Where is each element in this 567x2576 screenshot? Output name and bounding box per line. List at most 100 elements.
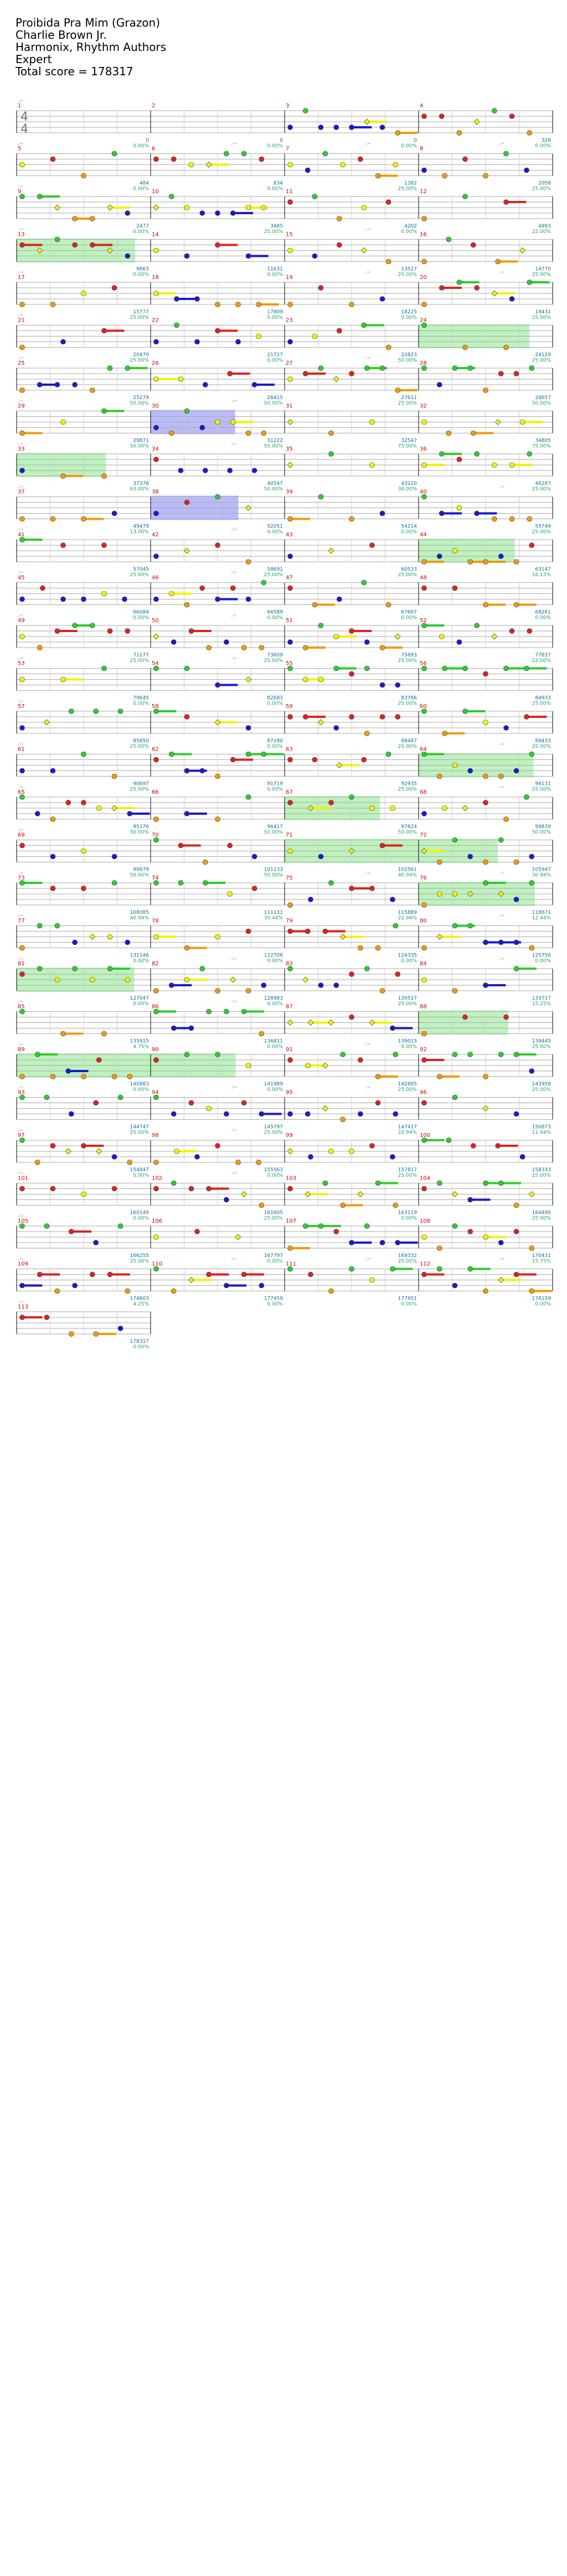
yellow-note: [287, 1148, 293, 1155]
time-signature: 44: [20, 110, 28, 136]
measure-percent: 25.00%: [130, 358, 150, 364]
green-note: [287, 1266, 293, 1272]
tempo-marker: ♩=: [499, 913, 504, 918]
measure-score: 128983: [264, 996, 283, 1001]
red-note: [336, 328, 342, 334]
green-note: [153, 880, 159, 886]
green-note: [361, 322, 367, 328]
blue-note: [498, 939, 504, 945]
yellow-note: [339, 933, 346, 940]
orange-note: [336, 216, 342, 221]
green-note: [111, 880, 117, 886]
orange-note: [235, 302, 241, 307]
tempo-marker: ♩=: [231, 527, 236, 532]
yellow-note: [369, 462, 375, 468]
red-note: [369, 886, 375, 891]
red-note: [308, 1271, 313, 1277]
measure-number: 49: [18, 618, 25, 624]
green-note: [364, 365, 370, 371]
red-note: [50, 886, 56, 891]
measure-percent: 25.00%: [532, 315, 551, 320]
staff-row: 41♩=5704525.00%42♩=5869125.00%436053325.…: [16, 527, 553, 578]
measure-score: 22823: [401, 353, 417, 358]
orange-note: [375, 1074, 381, 1079]
measure-number: 10: [152, 189, 159, 195]
green-note: [503, 151, 509, 157]
yellow-note: [101, 591, 107, 597]
orange-note: [421, 302, 427, 307]
artist-name: Charlie Brown Jr.: [16, 28, 107, 42]
measure-score: 155563: [264, 1167, 283, 1173]
orange-note: [379, 988, 385, 994]
blue-note: [19, 768, 25, 774]
measure-number: 52: [420, 618, 427, 624]
measure-score: 77837: [535, 653, 551, 658]
tempo-marker: ♩=: [365, 1085, 370, 1090]
yellow-note: [439, 634, 445, 639]
measure-score: 19431: [535, 309, 551, 315]
green-note: [19, 1137, 25, 1143]
measure-number: 47: [286, 575, 293, 581]
green-note: [393, 923, 399, 929]
orange-note: [153, 1160, 159, 1165]
blue-note: [19, 468, 25, 473]
green-note: [34, 1052, 40, 1057]
red-note: [111, 1186, 117, 1192]
measure-score: 834: [274, 181, 283, 187]
blue-note: [194, 296, 200, 302]
tempo-marker: ♩=: [18, 784, 23, 789]
measure-score: 101133: [264, 867, 283, 873]
red-note: [50, 1143, 56, 1149]
staff-row: 13♩=96630.00%14116310.00%15♩=1352725.00%…: [16, 227, 553, 278]
red-note: [111, 285, 117, 291]
blue-note: [498, 1240, 504, 1245]
orange-note: [245, 430, 251, 436]
measure-score: 115889: [398, 910, 417, 915]
tempo-marker: ♩=: [18, 270, 23, 275]
measure-number: 19: [286, 275, 293, 281]
measure-score: 158333: [532, 1167, 551, 1173]
blue-note: [60, 339, 66, 345]
tempo-marker: ♩=: [231, 1127, 236, 1132]
yellow-note: [322, 1105, 328, 1112]
red-note: [336, 242, 342, 248]
tempo-marker: ♩=: [231, 656, 236, 661]
red-note: [19, 842, 25, 849]
red-note: [44, 1315, 50, 1320]
measure-score: 484: [140, 181, 149, 187]
yellow-note: [183, 547, 190, 554]
yellow-note: [421, 1234, 427, 1240]
green-note: [19, 1094, 25, 1100]
blue-note: [287, 554, 293, 559]
measure-number: 41: [18, 532, 25, 538]
yellow-note: [494, 418, 501, 426]
orange-note: [446, 430, 452, 436]
measure-percent: 0.00%: [267, 1302, 283, 1307]
measure-number: 30: [152, 404, 159, 410]
measure-number: 38: [152, 489, 159, 495]
measure-percent: 22.94%: [398, 1130, 417, 1136]
green-note: [117, 1223, 123, 1229]
blue-note: [184, 768, 190, 774]
red-note: [513, 1229, 519, 1234]
blue-note: [153, 596, 159, 602]
yellow-note: [287, 376, 293, 382]
green-note: [19, 194, 25, 199]
red-note: [395, 971, 401, 977]
measure-percent: 0.00%: [535, 615, 551, 621]
green-note: [174, 322, 179, 328]
green-note: [513, 1052, 519, 1057]
measure-score: 28657: [535, 395, 551, 401]
measure-number: 14: [152, 232, 159, 238]
measure-percent: 25.00%: [532, 1173, 551, 1178]
yellow-note: [369, 1019, 375, 1026]
orange-note: [456, 130, 462, 136]
measure-score: 133717: [532, 996, 551, 1001]
yellow-note: [245, 504, 252, 511]
orange-note: [259, 1202, 265, 1208]
measure-score: 79645: [133, 696, 149, 701]
red-note: [305, 928, 311, 934]
yellow-note: [287, 848, 293, 854]
tempo-marker: ♩=: [18, 1299, 23, 1304]
